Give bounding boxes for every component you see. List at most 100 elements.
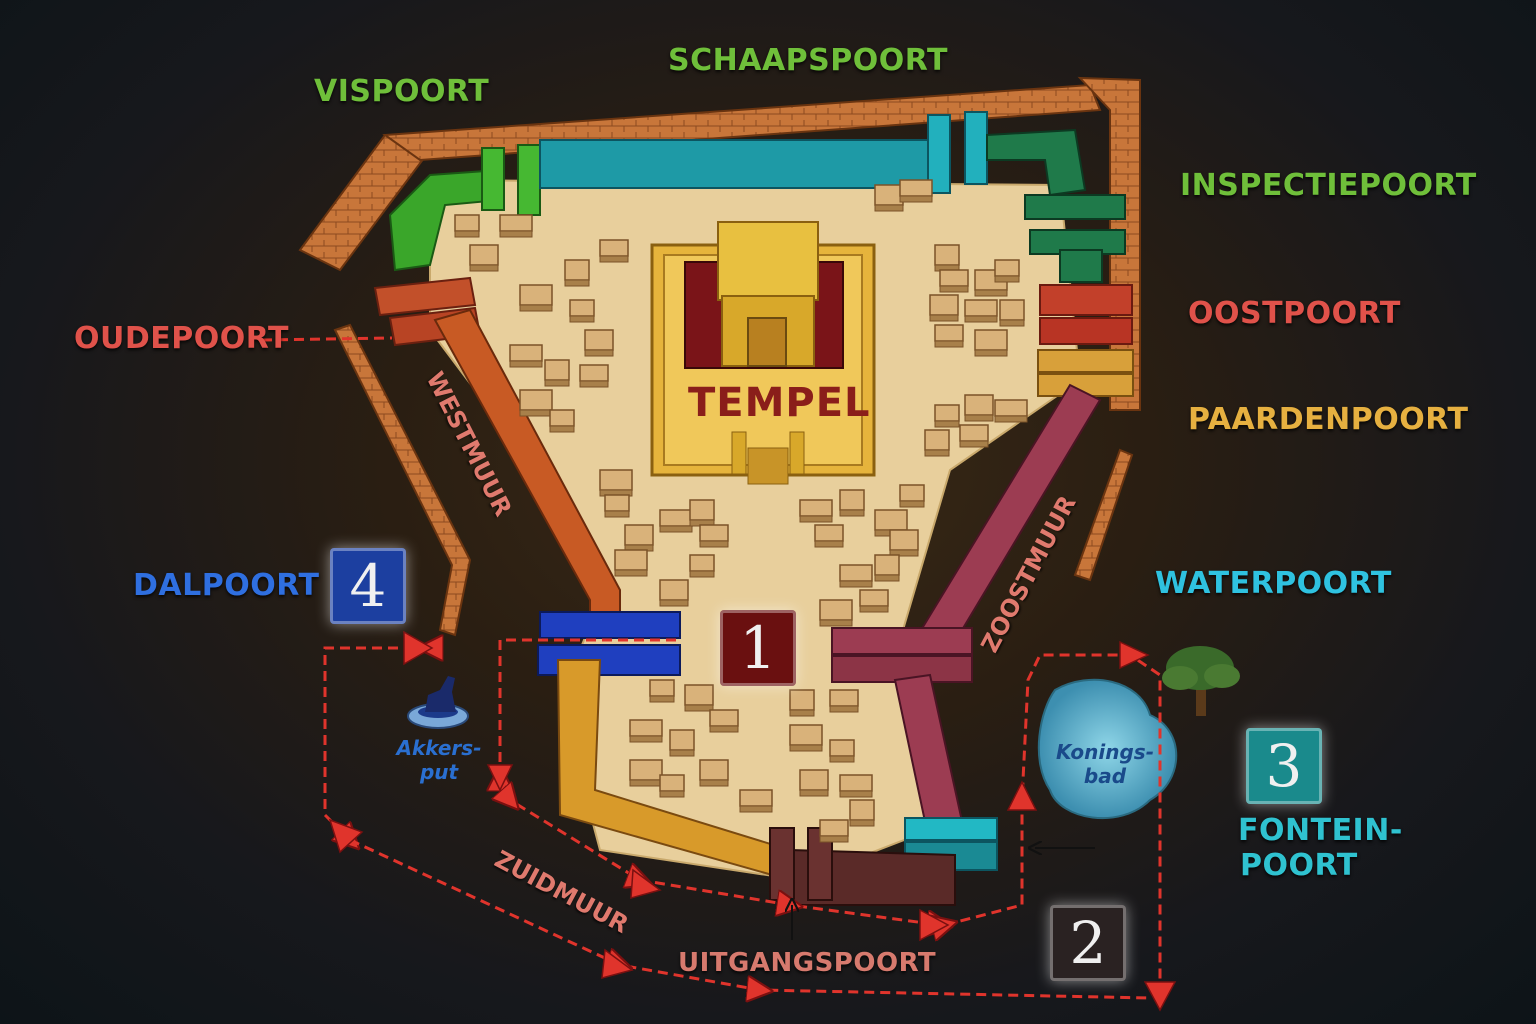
house-side [544, 379, 570, 387]
house-side [629, 779, 663, 787]
oostpoort-gate-2 [1039, 317, 1133, 345]
koningsbad-pool [1037, 678, 1178, 820]
vispoort-wall [388, 168, 501, 272]
vispoort-label: VISPOORT [314, 74, 490, 109]
house [994, 399, 1028, 417]
house [659, 579, 689, 601]
house-side [799, 789, 829, 797]
house-side [939, 285, 969, 293]
house-side [564, 279, 590, 287]
house-side [929, 314, 959, 322]
house [819, 599, 853, 621]
marker-3: 3 [1246, 728, 1322, 804]
house-side [659, 599, 689, 607]
house-side [934, 420, 960, 428]
house-side [469, 264, 499, 272]
marker-1: 1 [720, 610, 796, 686]
house [599, 239, 629, 257]
house-side [839, 509, 865, 517]
house [509, 344, 543, 362]
house-side [819, 619, 853, 627]
house-side [829, 705, 859, 713]
house [579, 364, 609, 382]
house [974, 329, 1008, 351]
house [649, 679, 675, 697]
house [549, 409, 575, 427]
house-side [839, 790, 873, 798]
house [799, 499, 833, 517]
koningsbad-label-line1: Konings- [1056, 740, 1154, 764]
house [999, 299, 1025, 321]
house [994, 259, 1020, 277]
house [934, 404, 960, 422]
waterpoort-label: WATERPOORT [1155, 566, 1392, 601]
house [829, 689, 859, 707]
house-side [899, 195, 933, 203]
house-side [964, 315, 998, 323]
house-side [874, 204, 904, 212]
house [689, 554, 715, 572]
house-side [964, 414, 994, 422]
house-side [999, 319, 1025, 327]
house-side [684, 704, 714, 712]
house-side [889, 549, 919, 557]
house [629, 719, 663, 737]
house-side [974, 289, 1008, 297]
house-side [569, 315, 595, 323]
tree-icon [1162, 646, 1240, 716]
akkersput-label-line2: put [419, 760, 459, 784]
house-side [699, 779, 729, 787]
house [659, 774, 685, 792]
dalpoort-label: DALPOORT [133, 568, 320, 603]
house [859, 589, 889, 607]
inspectiepoort-tower [1059, 249, 1103, 283]
house [789, 724, 823, 746]
vispoort-gate [481, 147, 505, 211]
house [684, 684, 714, 706]
house [519, 389, 553, 411]
fonteinpoort-label-line1: FONTEIN- [1238, 813, 1403, 848]
house [499, 214, 533, 232]
house-side [849, 819, 875, 827]
paardenpoort-label: PAARDENPOORT [1188, 402, 1469, 437]
house [454, 214, 480, 232]
house-side [549, 425, 575, 433]
house-side [689, 570, 715, 578]
house [899, 484, 925, 502]
house [839, 564, 873, 582]
route-arrowheads [328, 630, 1177, 1012]
route-dalpoort-west [500, 638, 680, 778]
house-side [839, 580, 873, 588]
house-side [519, 409, 553, 417]
schaapspoort-gate-2 [964, 111, 988, 185]
house [939, 269, 969, 287]
house [604, 494, 630, 512]
house [839, 774, 873, 792]
house [629, 759, 663, 781]
house [709, 709, 739, 727]
house [699, 524, 729, 542]
marker-4: 4 [330, 548, 406, 624]
house-side [974, 349, 1008, 357]
house-side [629, 735, 663, 743]
house-side [614, 569, 648, 577]
house [899, 179, 933, 197]
house [614, 549, 648, 571]
house [849, 799, 875, 821]
house-side [509, 360, 543, 368]
house-side [994, 415, 1028, 423]
paardenpoort-gate [1037, 349, 1134, 373]
house [699, 759, 729, 781]
house [874, 509, 908, 531]
house [934, 244, 960, 266]
house-side [599, 255, 629, 263]
house-side [604, 510, 630, 518]
oudepoort-label: OUDEPOORT [74, 321, 289, 356]
house [519, 284, 553, 306]
houses [454, 179, 1028, 843]
tempel-label: TEMPEL [688, 380, 871, 426]
house-side [829, 755, 855, 763]
fonteinpoort-gate [904, 817, 998, 841]
house [544, 359, 570, 381]
outer-wall-west-lower [333, 323, 472, 637]
